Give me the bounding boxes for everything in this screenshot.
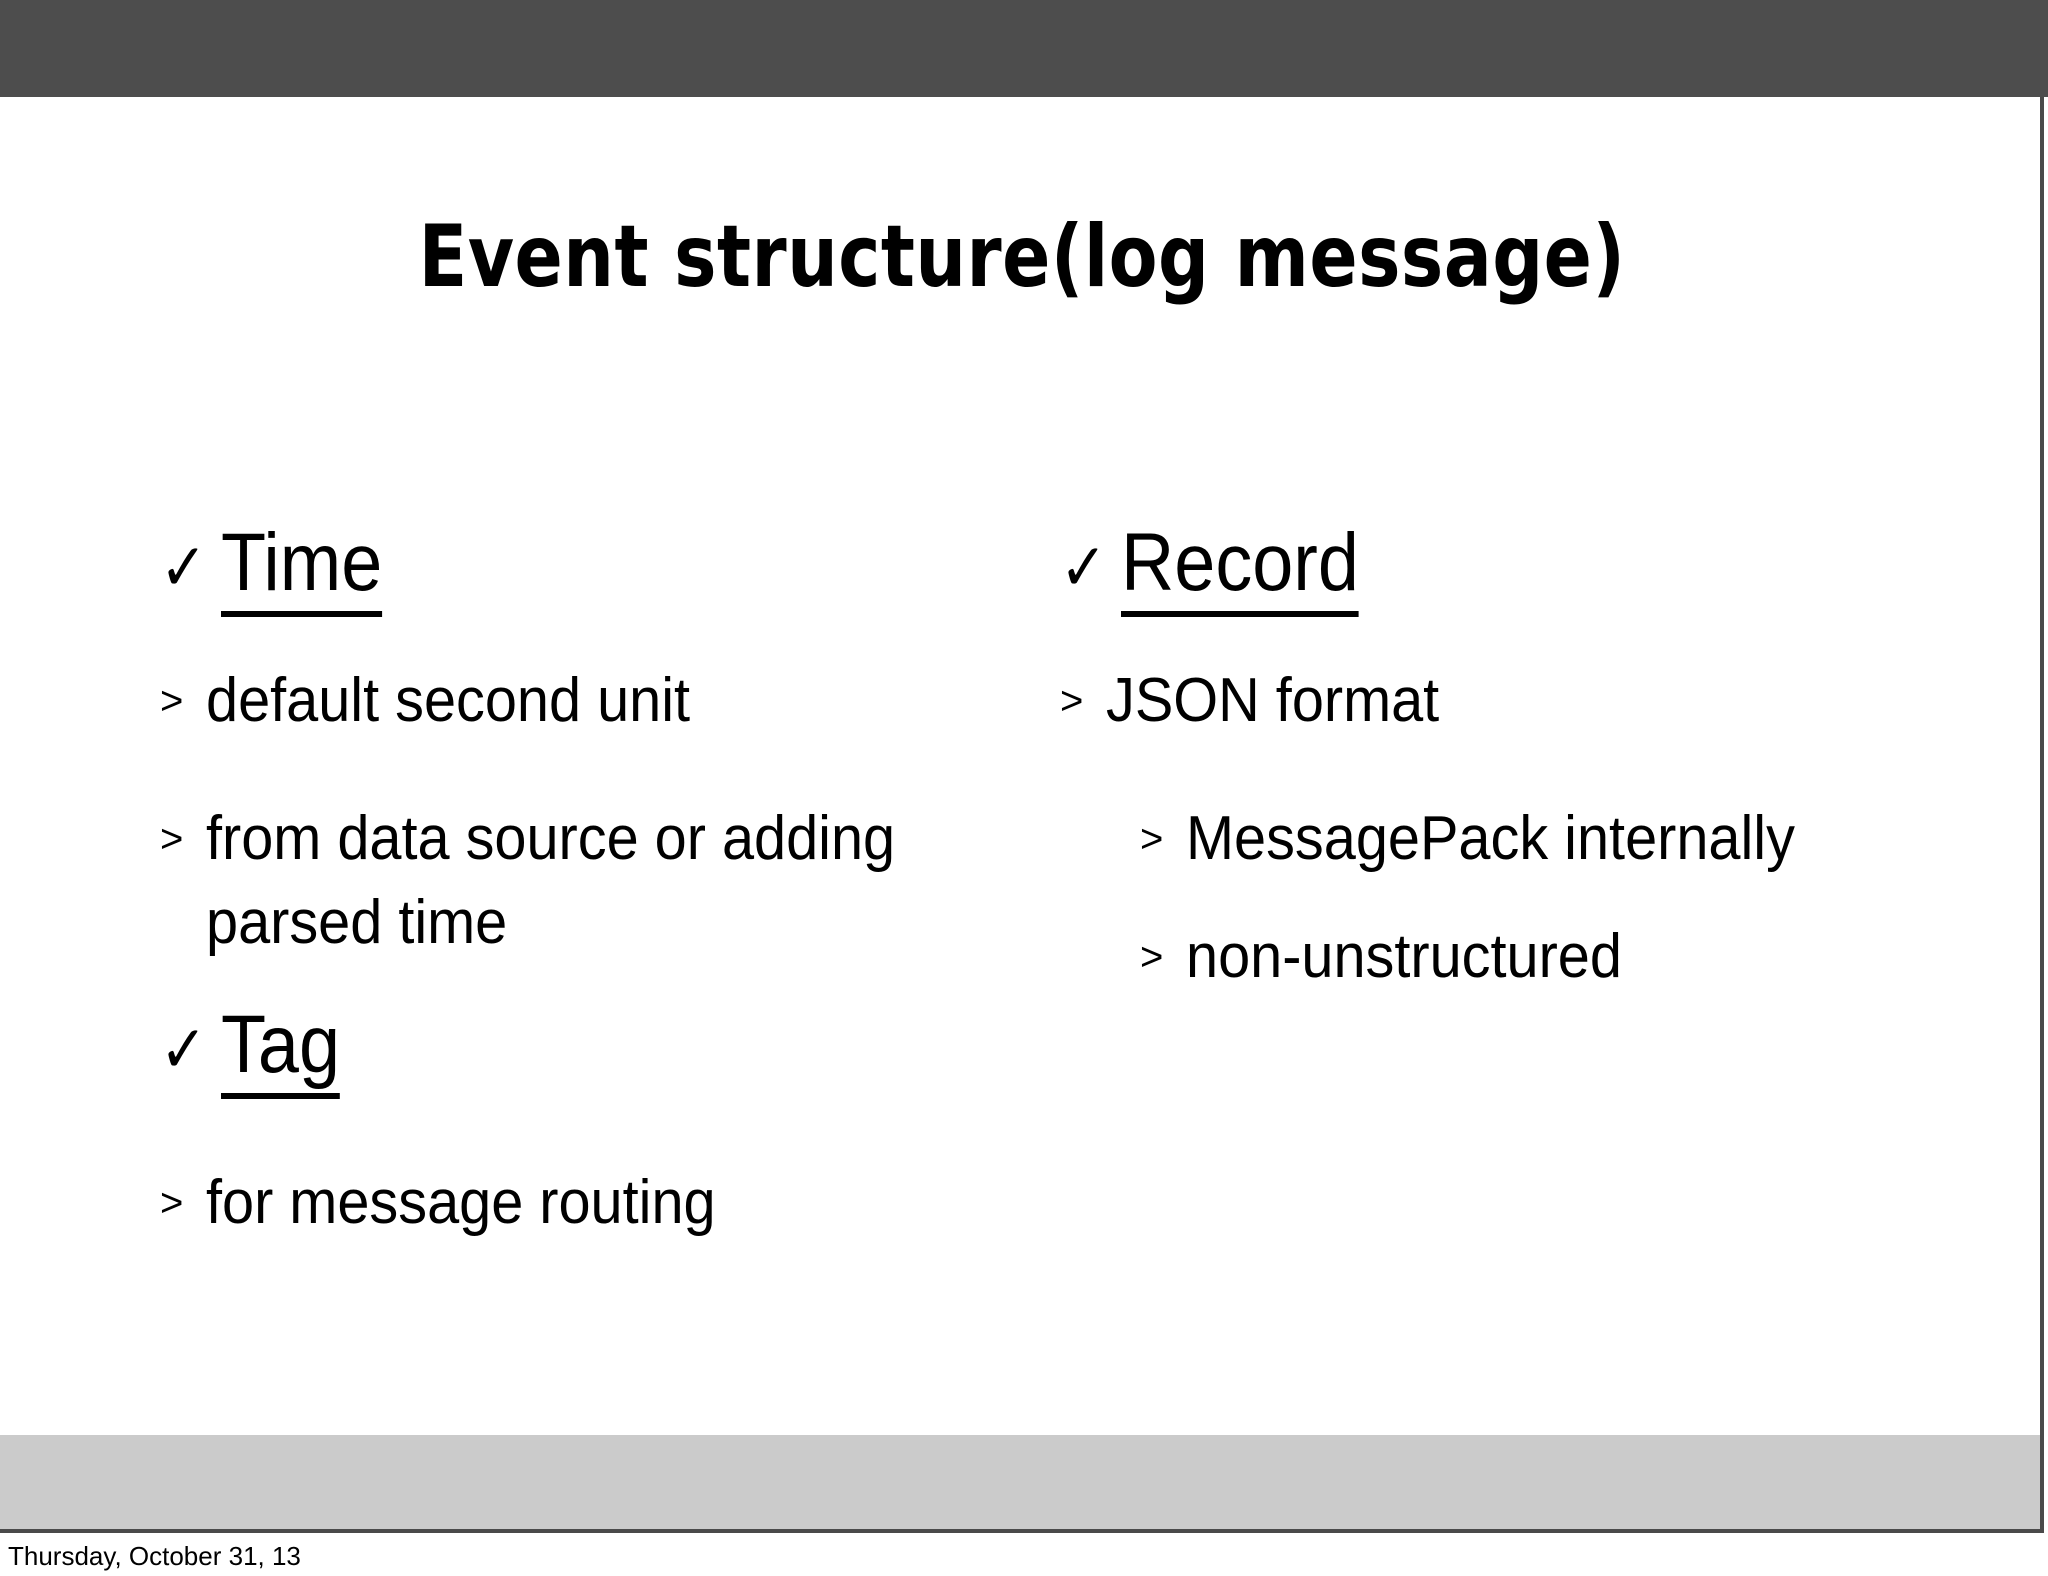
spacer <box>1060 633 1960 659</box>
viewer-bottom-band <box>0 1435 2044 1533</box>
spacer <box>160 633 1020 659</box>
content-column-left: ✓ Time > default second unit > from data… <box>160 517 1020 1253</box>
slide-content-columns: ✓ Time > default second unit > from data… <box>0 517 2044 1417</box>
check-icon: ✓ <box>160 529 208 606</box>
slide-title: Event structure(log message) <box>418 207 1626 307</box>
spacer <box>160 1115 1020 1161</box>
spacer <box>160 751 1020 797</box>
bullet-for-message-routing: > for message routing <box>160 1161 1020 1245</box>
bullet-default-second-unit: > default second unit <box>160 659 1020 743</box>
heading-label: Time <box>221 517 383 617</box>
bullet-json-format: > JSON format <box>1060 659 1960 743</box>
bullet-from-data-source: > from data source or adding parsed time <box>160 797 1020 965</box>
chevron-icon: > <box>1060 679 1084 723</box>
heading-tag: ✓ Tag <box>160 999 1020 1099</box>
bullet-messagepack-internally: > MessagePack internally <box>1140 797 1960 881</box>
chevron-icon: > <box>160 679 184 723</box>
heading-label: Record <box>1121 517 1360 617</box>
check-icon: ✓ <box>1060 529 1108 606</box>
check-icon: ✓ <box>160 1011 208 1088</box>
chevron-icon: > <box>160 1181 184 1225</box>
bullet-non-unstructured: > non-unstructured <box>1140 915 1960 999</box>
viewer-footer: Thursday, October 31, 13 <box>0 1537 2048 1576</box>
chevron-icon: > <box>1140 935 1164 979</box>
spacer <box>1060 889 1960 915</box>
heading-record: ✓ Record <box>1060 517 1960 617</box>
chevron-icon: > <box>160 817 184 861</box>
bullet-label: from data source or adding parsed time <box>206 804 896 957</box>
viewer-top-band <box>0 0 2048 97</box>
spacer <box>1060 751 1960 797</box>
content-column-right: ✓ Record > JSON format > MessagePack int… <box>1060 517 1960 1007</box>
slide-canvas: Event structure(log message) ✓ Time > de… <box>0 97 2044 1435</box>
bullet-label: default second unit <box>206 666 691 735</box>
chevron-icon: > <box>1140 817 1164 861</box>
bullet-label: for message routing <box>206 1168 716 1237</box>
footer-date: Thursday, October 31, 13 <box>8 1541 301 1571</box>
bullet-label: JSON format <box>1106 666 1440 735</box>
heading-label: Tag <box>221 999 341 1099</box>
bullet-label: MessagePack internally <box>1186 804 1795 873</box>
heading-time: ✓ Time <box>160 517 1020 617</box>
bullet-label: non-unstructured <box>1186 922 1622 991</box>
spacer <box>160 973 1020 999</box>
